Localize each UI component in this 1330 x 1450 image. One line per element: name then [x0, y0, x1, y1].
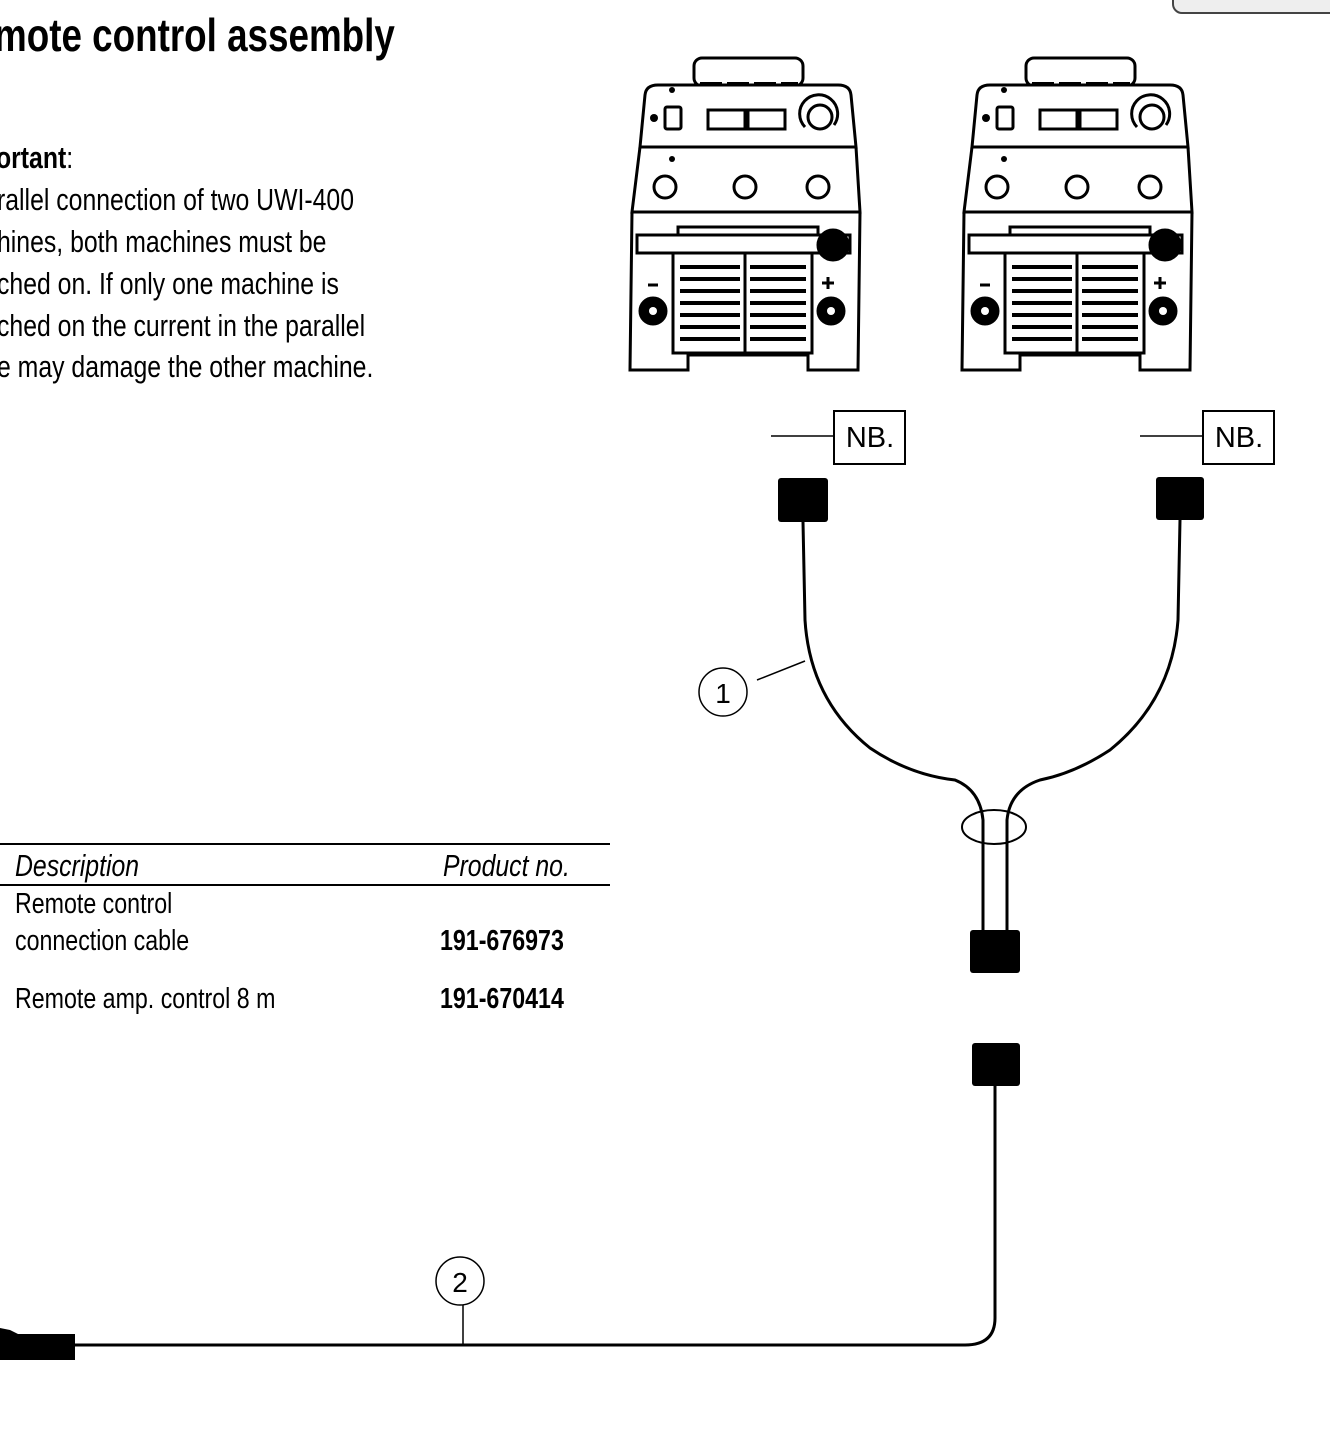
y-cable-right-branch — [1005, 519, 1182, 932]
table-cell-description: Remote control — [15, 888, 173, 920]
connector-y-cable-end — [970, 930, 1020, 973]
note-line: hines, both machines must be — [0, 224, 327, 259]
table-cell-description: connection cable — [15, 925, 190, 957]
table-cell-product-no: 191-676973 — [440, 925, 564, 957]
remote-control-plug — [0, 1328, 75, 1360]
welding-machine-left — [630, 58, 860, 370]
callout-1-label: 1 — [715, 678, 731, 709]
note-line: rallel connection of two UWI-400 — [0, 182, 355, 217]
table-cell-product-no: 191-670414 — [440, 983, 564, 1015]
table-cell-description: Remote amp. control 8 m — [15, 983, 276, 1015]
table-header-product-no: Product no. — [443, 848, 570, 883]
cable-clamp — [961, 809, 1027, 845]
note-line: ched on the current in the parallel — [0, 308, 366, 343]
remote-amp-control-cable — [70, 1086, 997, 1347]
note-line: e may damage the other machine. — [0, 349, 374, 384]
connector-right — [1156, 477, 1204, 520]
table-header-rule — [0, 884, 610, 886]
welding-machine-right — [962, 58, 1192, 370]
table-header-description: Description — [15, 848, 140, 883]
note-heading-text: ortant — [0, 140, 67, 175]
table-top-rule — [0, 843, 610, 845]
callout-2-circle — [435, 1256, 485, 1306]
corner-tab — [1172, 0, 1330, 14]
nb-box-right — [1202, 410, 1275, 465]
nb-label-left: NB. — [846, 422, 894, 454]
connector-remote-cable — [972, 1043, 1020, 1086]
note-heading-colon: : — [66, 140, 74, 175]
y-cable-left-branch — [801, 521, 985, 932]
nb-label-right: NB. — [1215, 422, 1263, 454]
page-title: mote control assembly — [0, 9, 395, 61]
callout-1-circle — [698, 667, 748, 717]
callout-2-label: 2 — [452, 1267, 468, 1298]
connector-left — [778, 478, 828, 522]
callout-1-leader — [756, 660, 806, 681]
nb-box-left — [833, 410, 906, 465]
note-line: ched on. If only one machine is — [0, 266, 339, 301]
note-heading: ortant: — [0, 140, 73, 176]
